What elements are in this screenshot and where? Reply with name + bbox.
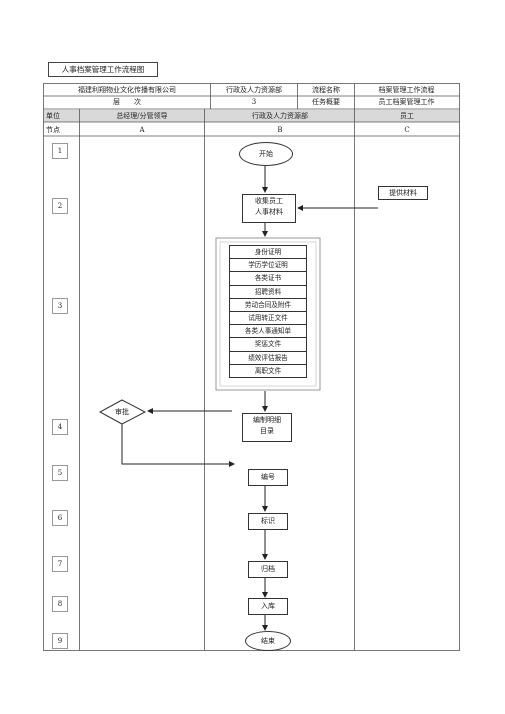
unit-label: 单位 [46, 112, 60, 120]
document-item: 劳动合同及附件 [229, 297, 307, 311]
document-item: 身份证明 [229, 245, 307, 259]
node-number: 4 [52, 419, 68, 435]
node-number: 5 [52, 465, 68, 481]
document-item: 各类证书 [229, 271, 307, 285]
column-b-title: 行政及人力资源部 [252, 112, 308, 120]
page-title: 人事档案管理工作流程图 [48, 62, 158, 77]
task-value: 员工档案管理工作 [378, 98, 435, 106]
document-item: 招聘资料 [229, 284, 307, 298]
node-number: 6 [52, 510, 68, 526]
document-item: 奖惩文件 [229, 337, 307, 351]
document-item: 离职文件 [229, 363, 307, 378]
start-terminator: 开始 [239, 142, 293, 166]
column-a-code: A [139, 126, 145, 134]
node-number: 7 [52, 556, 68, 572]
company-name: 福建利翔物业文化传播有限公司 [78, 86, 176, 94]
department: 行政及人力资源部 [226, 86, 282, 94]
level-label: 层 次 [113, 98, 141, 106]
column-b-code: B [277, 126, 283, 134]
column-c-title: 员工 [400, 112, 414, 120]
provide-materials-step: 提供材料 [378, 186, 428, 200]
document-item: 绩效评估报告 [229, 350, 307, 364]
collect-line-1: 收集员工 [255, 197, 283, 205]
column-c-code: C [404, 126, 410, 134]
node-number: 1 [52, 143, 68, 159]
catalog-line-1: 编制明细 [253, 416, 281, 424]
level-value: 3 [251, 98, 257, 106]
node-label: 节点 [46, 126, 60, 134]
task-label: 任务概要 [312, 98, 340, 106]
archiving-step: 归档 [248, 561, 288, 578]
approval-diamond [98, 399, 147, 425]
document-item: 学历学位证明 [229, 258, 307, 272]
column-a-title: 总经理/分管领导 [116, 112, 168, 120]
document-item: 试用转正文件 [229, 310, 307, 325]
collect-materials-step: 收集员工 人事材料 [242, 194, 296, 223]
node-number: 9 [52, 633, 68, 649]
flow-name-label: 流程名称 [312, 86, 340, 94]
column-title-band [44, 110, 459, 122]
node-number: 2 [52, 198, 68, 214]
document-list: 身份证明 学历学位证明 各类证书 招聘资料 劳动合同及附件 试用转正文件 各类人… [229, 245, 307, 378]
storage-step: 入库 [248, 598, 288, 615]
end-terminator: 结束 [245, 631, 291, 651]
node-number: 3 [52, 298, 68, 314]
document-item: 各类人事通知单 [229, 324, 307, 338]
compile-catalog-step: 编制明细 目录 [242, 413, 292, 442]
labeling-step: 标识 [248, 513, 288, 530]
catalog-line-2: 目录 [260, 427, 274, 435]
node-number: 8 [52, 596, 68, 612]
approval-label: 审批 [115, 408, 129, 416]
collect-line-2: 人事材料 [255, 208, 283, 216]
numbering-step: 编号 [248, 469, 288, 486]
flow-name-value: 档案管理工作流程 [378, 86, 435, 94]
